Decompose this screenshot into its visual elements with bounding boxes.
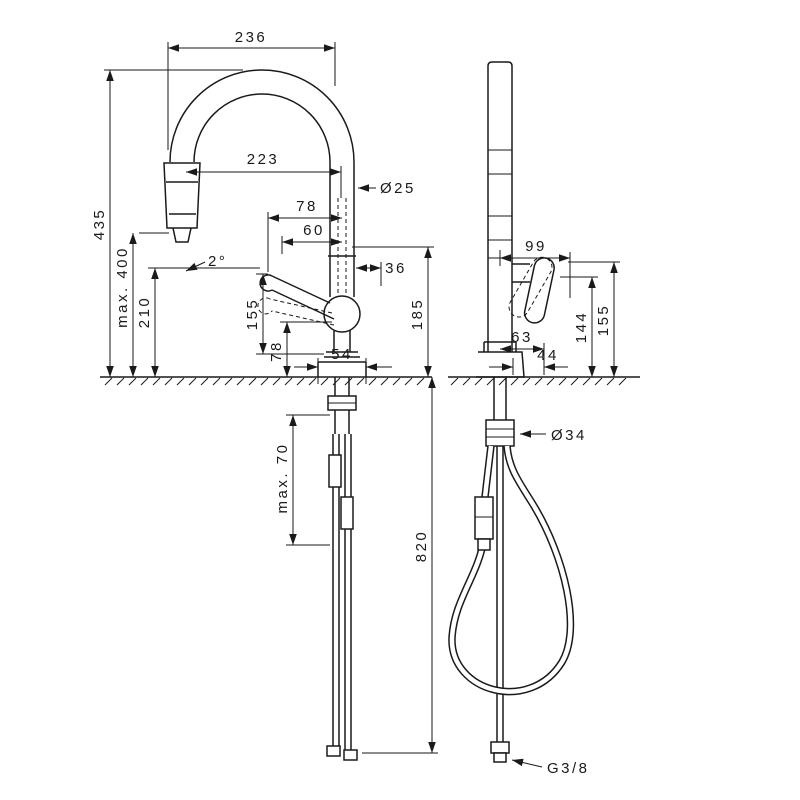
dim-label-offset-36: 36	[385, 260, 407, 277]
dim-label-offset-63: 63	[511, 329, 533, 346]
dim-label-handle-height-155: 155	[244, 298, 261, 331]
dim-label-outlet-height-78: 78	[268, 340, 285, 362]
front-view-faucet-outline	[476, 61, 555, 378]
dim-label-escutcheon-diameter: Ø34	[551, 427, 587, 444]
dim-label-height-185: 185	[409, 298, 426, 331]
dim-label-max-clearance: max. 400	[114, 246, 131, 328]
side-view-under-counter	[326, 377, 358, 761]
counter-line-right	[448, 376, 640, 386]
dim-label-total-height: 435	[91, 208, 108, 241]
side-view-faucet-outline	[163, 69, 367, 377]
front-view-under-counter	[448, 377, 575, 763]
dim-label-height-210: 210	[136, 296, 153, 329]
dimension-lines	[104, 42, 620, 768]
dim-label-handle-height-155-front: 155	[595, 304, 612, 337]
dim-label-offset-60: 60	[303, 222, 325, 239]
dim-label-spout-diameter: Ø25	[380, 180, 416, 197]
dim-label-handle-angle: 2°	[208, 253, 227, 270]
dim-label-handle-reach-99: 99	[525, 238, 547, 255]
dim-label-offset-78: 78	[296, 198, 318, 215]
dim-label-spout-reach: 236	[235, 29, 268, 46]
dim-label-max-deck-70: max. 70	[274, 443, 291, 514]
dim-label-hose-length-820: 820	[413, 530, 430, 563]
dimension-labels: 236 223 Ø25 78 60 435 max. 400 210 2° 36…	[91, 29, 612, 777]
dim-label-handle-height-144: 144	[573, 311, 590, 344]
counter-line-left	[100, 376, 432, 386]
dim-label-width-44: 44	[537, 347, 559, 364]
dim-label-connection-thread: G3/8	[547, 760, 590, 777]
dim-label-spout-reach-inner: 223	[247, 151, 280, 168]
dim-label-base-width-54: 54	[331, 346, 353, 363]
